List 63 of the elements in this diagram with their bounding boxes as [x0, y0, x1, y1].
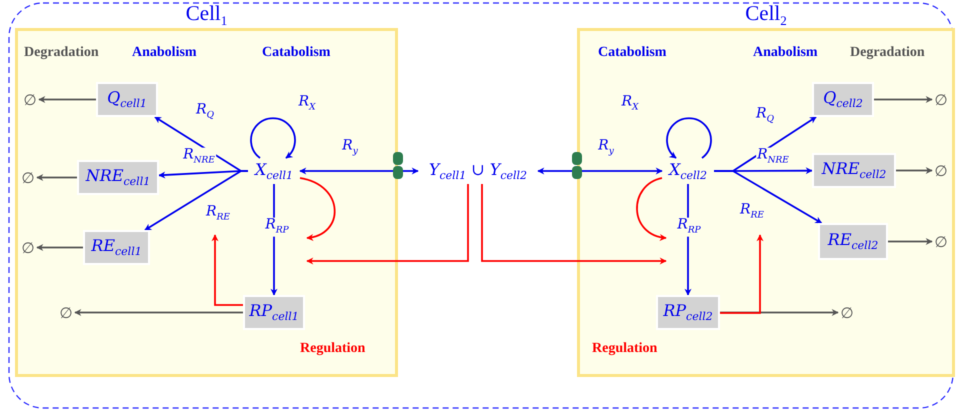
arrow [38, 96, 96, 103]
arrow [74, 309, 243, 316]
arrow [888, 238, 933, 245]
empty-set-symbol: ∅ [22, 168, 34, 186]
arrow [212, 234, 243, 306]
edge-label: R$_{y}$ [597, 138, 615, 158]
empty-set-symbol: ∅ [60, 304, 72, 322]
process-heading: Catabolism [262, 45, 330, 61]
empty-set-symbol: ∅ [934, 232, 948, 250]
species-label: NRE$_{cell1}$ [86, 166, 150, 189]
species-box [812, 82, 874, 117]
edge-label: R$_{RP}$ [676, 218, 702, 236]
arrow [306, 184, 469, 264]
cell-title: Cell$_{1}$ [184, 1, 228, 30]
arrow [874, 96, 933, 103]
species-box [818, 223, 888, 260]
species-box [656, 295, 720, 330]
species-box [243, 295, 305, 330]
species-label: RP$_{cell1}$ [249, 301, 299, 324]
process-heading: Anabolism [132, 45, 197, 61]
species-label: RP$_{cell2}$ [663, 301, 713, 324]
arrow [36, 174, 77, 181]
arrow [896, 167, 933, 174]
process-heading: Degradation [24, 45, 99, 61]
species-box [83, 230, 150, 265]
arrow [299, 168, 419, 174]
empty-set-symbol: ∅ [22, 238, 34, 256]
process-heading: Catabolism [598, 45, 666, 61]
process-heading: Regulation [300, 341, 366, 357]
process-heading: Degradation [850, 45, 925, 61]
process-heading: Anabolism [753, 45, 818, 61]
species-label: Y$_{cell1}$ ∪ Y$_{cell2}$ [428, 160, 528, 182]
arrow [250, 117, 296, 159]
edge-label: R$_{y}$ [341, 138, 359, 158]
edge-label: R$_{RP}$ [264, 218, 290, 236]
cell-title: Cell$_{2}$ [744, 1, 788, 30]
arrow [537, 168, 663, 174]
species-box [77, 160, 159, 195]
species-label: X$_{cell2}$ [668, 160, 708, 182]
species-label: X$_{cell1}$ [254, 160, 294, 182]
empty-set-symbol: ∅ [934, 90, 948, 108]
arrow [720, 309, 839, 316]
species-box [812, 153, 896, 188]
species-label: RE$_{cell2}$ [828, 230, 878, 253]
arrow [300, 177, 336, 240]
arrow [720, 234, 764, 314]
species-box [96, 82, 158, 117]
arrow [36, 244, 83, 251]
arrow [666, 117, 712, 159]
empty-set-symbol: ∅ [934, 162, 948, 180]
edge-label: R$_{Q}$ [195, 102, 215, 122]
empty-set-symbol: ∅ [840, 304, 854, 322]
species-label: RE$_{cell1}$ [91, 236, 142, 259]
arrow [481, 184, 667, 264]
arrow [714, 170, 822, 224]
species-label: Q$_{cell1}$ [107, 88, 147, 111]
species-label: NRE$_{cell2}$ [822, 159, 886, 182]
process-heading: Regulation [592, 341, 658, 357]
edge-label: R$_{Q}$ [755, 106, 775, 126]
arrow [144, 170, 248, 231]
arrow [636, 177, 667, 240]
species-label: Q$_{cell2}$ [823, 88, 863, 111]
empty-set-symbol: ∅ [24, 90, 36, 108]
